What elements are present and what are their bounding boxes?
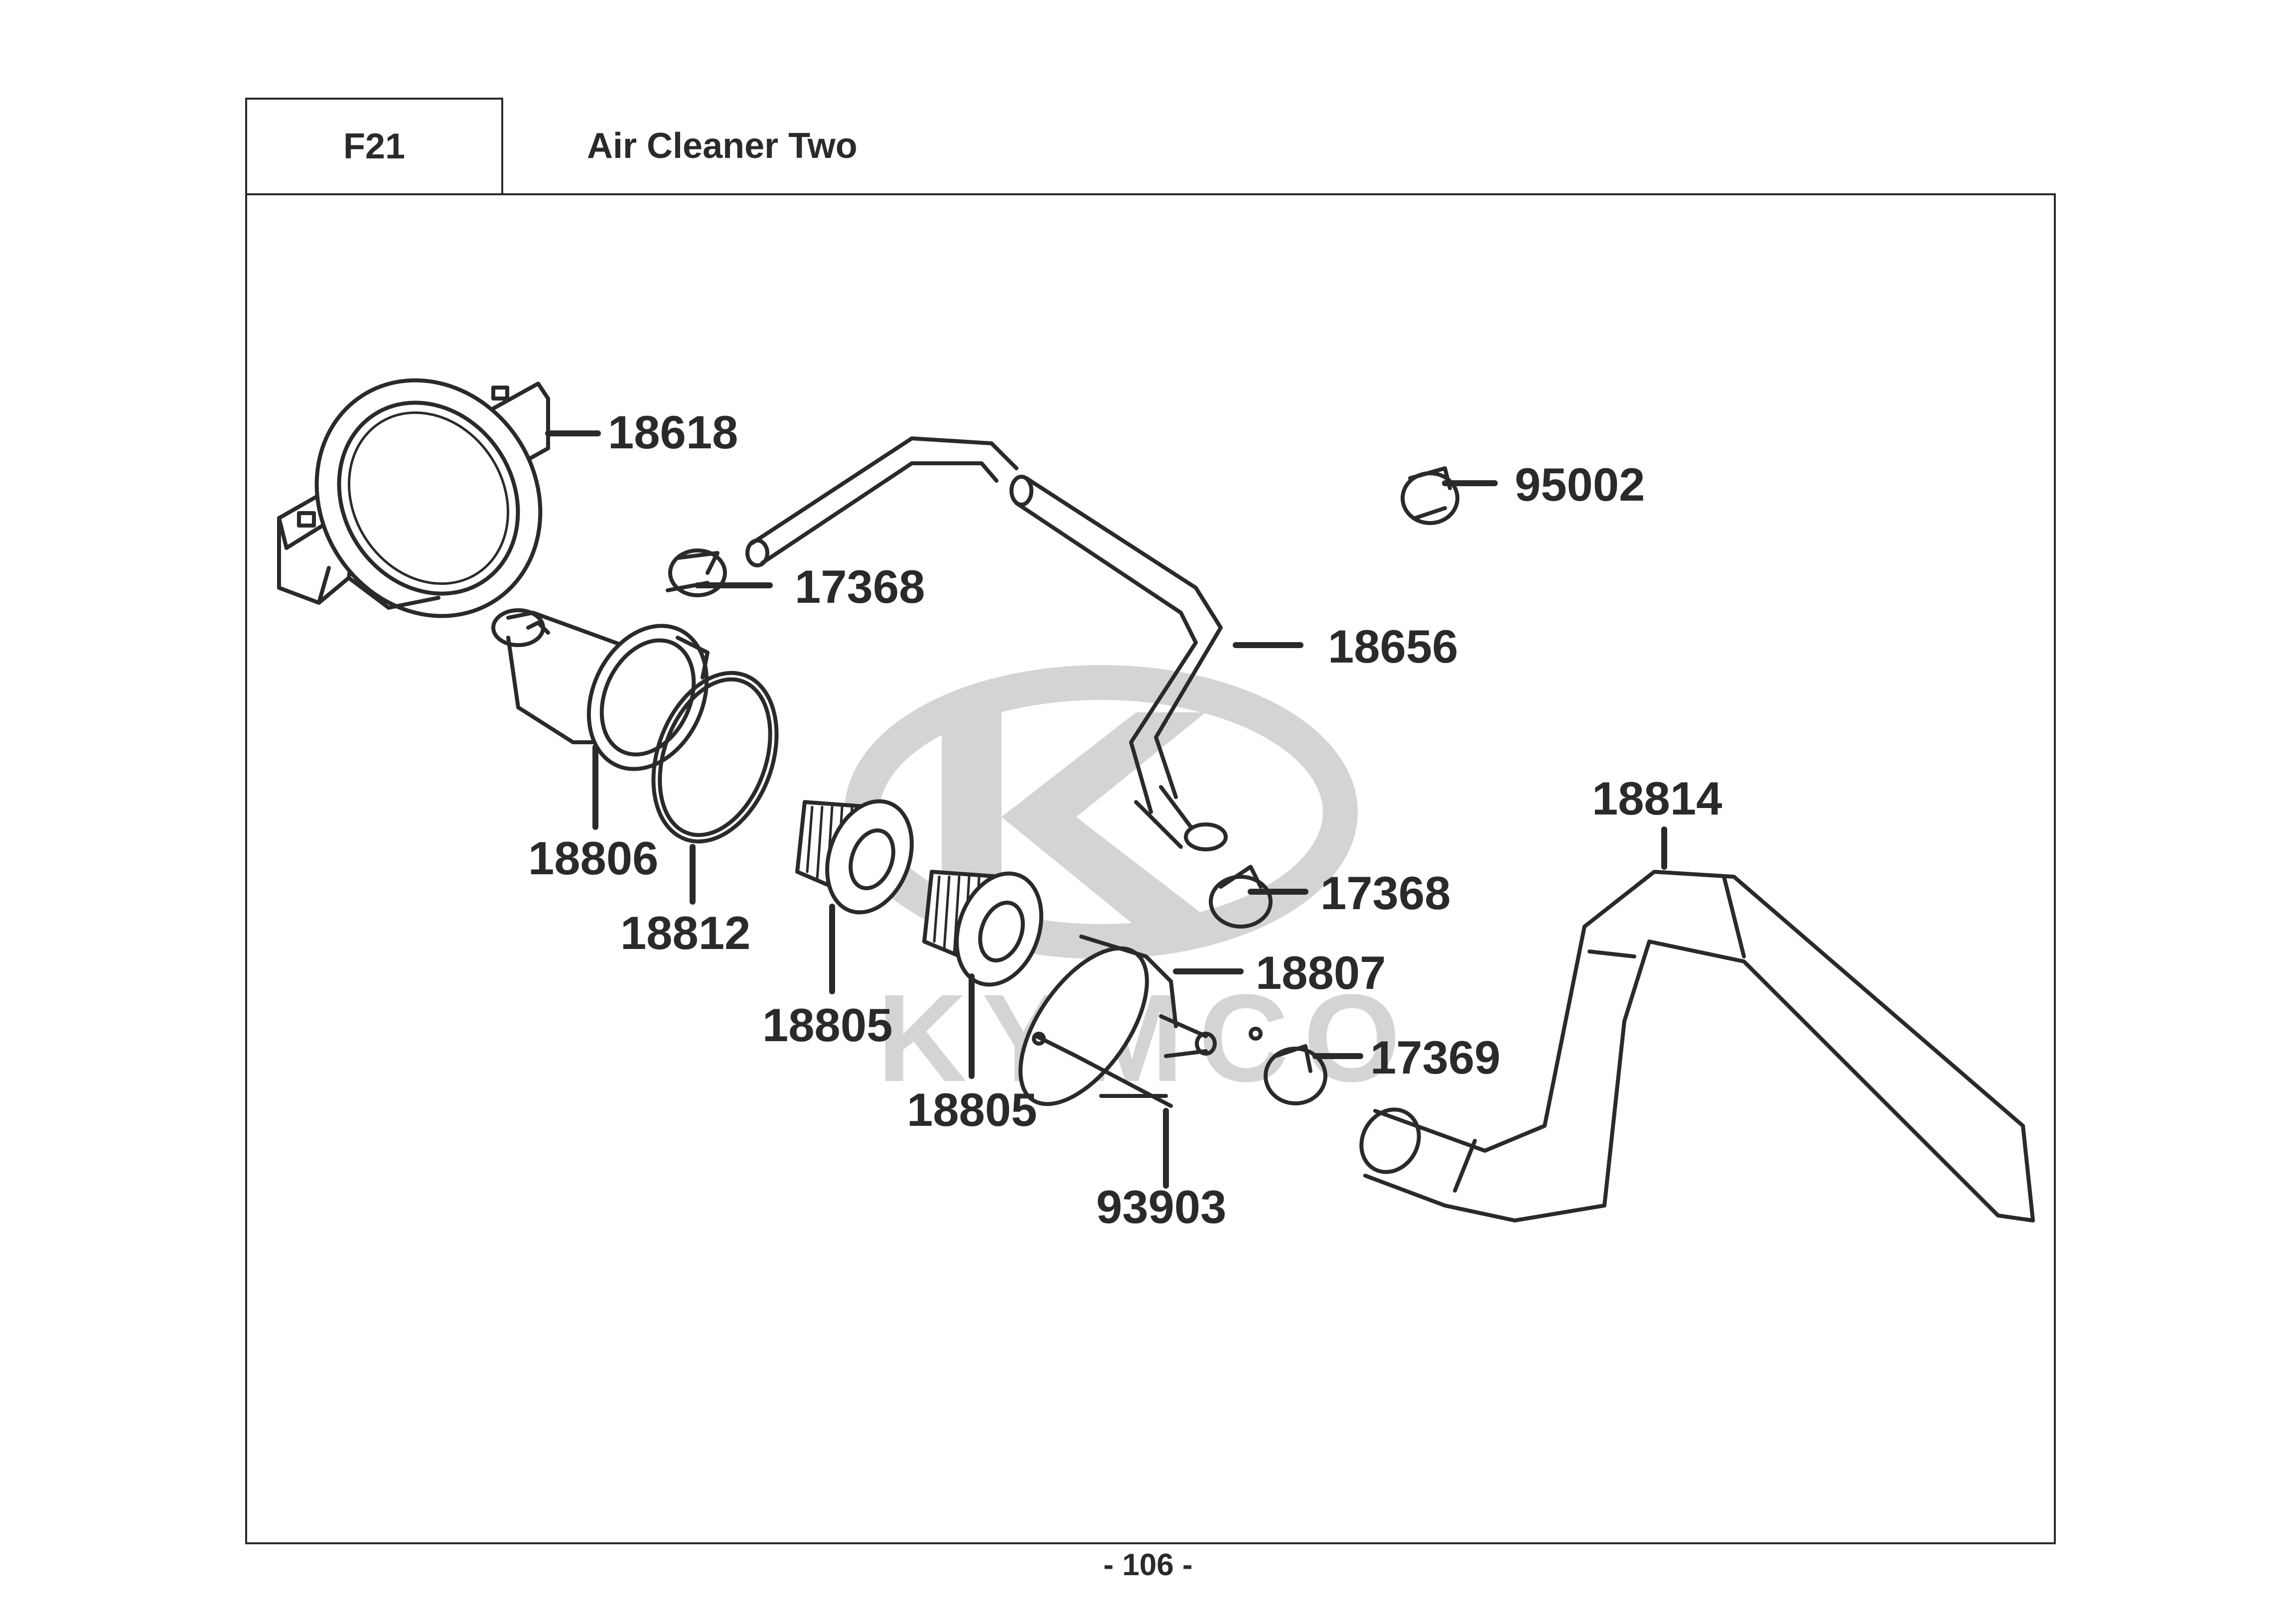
drain-hose-drawing bbox=[1359, 870, 2035, 1222]
diagram-frame bbox=[245, 193, 2056, 1544]
callout-17369: 17369 bbox=[1370, 1031, 1500, 1083]
hose-clip-17369-drawing bbox=[1264, 1044, 1327, 1105]
callout-18812: 18812 bbox=[620, 907, 750, 959]
filter-element-1-drawing bbox=[795, 799, 914, 915]
breather-hose-drawing bbox=[745, 436, 1228, 851]
callout-18805-second: 18805 bbox=[907, 1083, 1037, 1136]
callout-18805-first: 18805 bbox=[762, 999, 892, 1051]
callout-93903: 93903 bbox=[1096, 1181, 1226, 1233]
hose-clip-17368a-drawing bbox=[666, 548, 727, 597]
callout-labels: 18618 17368 95002 18656 18806 18812 1880… bbox=[528, 406, 1722, 1233]
callout-17368-upper: 17368 bbox=[795, 560, 925, 613]
filter-element-2-drawing bbox=[922, 870, 1043, 987]
leader-lines bbox=[545, 430, 1667, 1189]
filter-case-drawing bbox=[491, 608, 710, 771]
callout-18807: 18807 bbox=[1256, 946, 1386, 999]
o-ring-drawing bbox=[651, 671, 779, 844]
diagram-code: F21 bbox=[343, 127, 406, 166]
diagram-title: Air Cleaner Two bbox=[587, 126, 858, 166]
callout-17368-lower: 17368 bbox=[1320, 867, 1450, 919]
hose-clip-95002-drawing bbox=[1401, 466, 1459, 525]
callout-18806: 18806 bbox=[528, 832, 658, 884]
air-cleaner-clamp-drawing bbox=[277, 378, 550, 618]
callout-18656: 18656 bbox=[1328, 620, 1458, 673]
callout-95002: 95002 bbox=[1515, 458, 1645, 511]
page-number: - 106 - bbox=[1103, 1548, 1193, 1582]
filter-cap-drawing bbox=[1018, 935, 1263, 1108]
hose-clip-17368b-drawing bbox=[1209, 865, 1273, 929]
callout-18618: 18618 bbox=[608, 406, 738, 458]
callout-18814: 18814 bbox=[1592, 772, 1722, 824]
